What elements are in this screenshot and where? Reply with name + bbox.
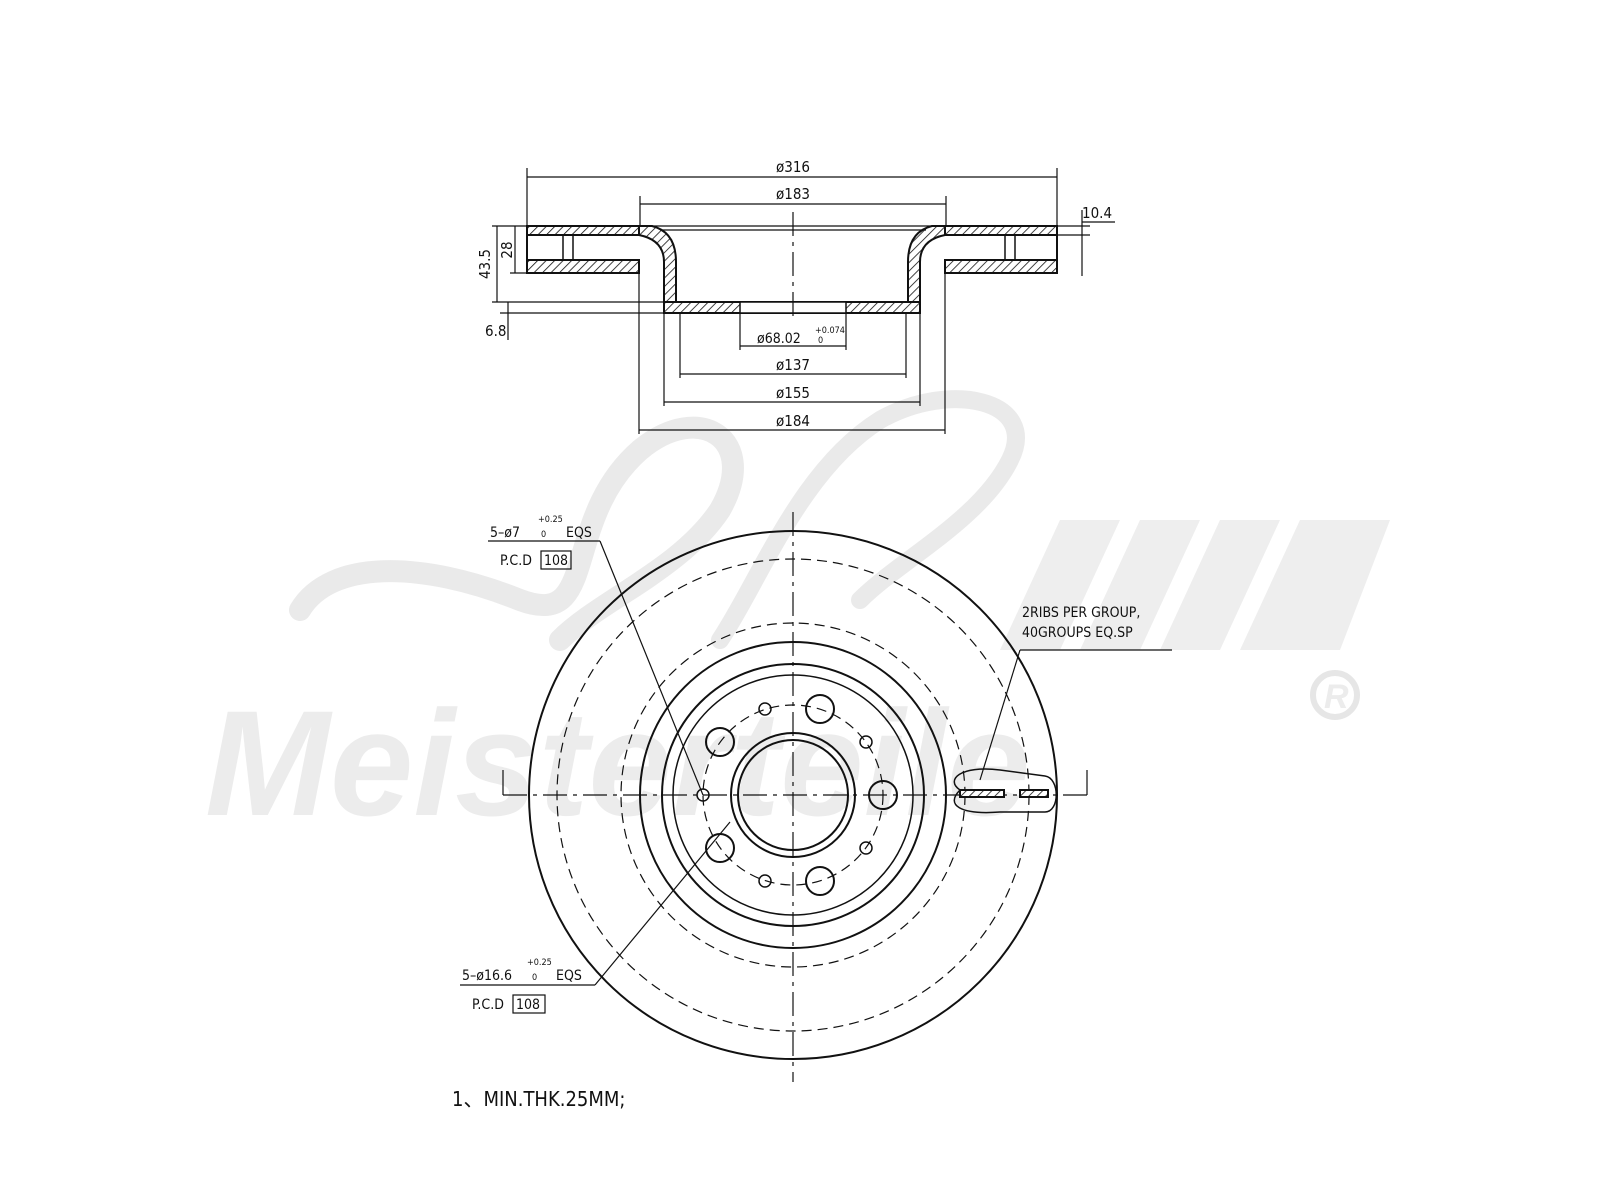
pcd-circle [702,704,884,886]
small-hole [758,702,772,716]
svg-text:ø183: ø183 [776,185,810,203]
svg-text:40GROUPS EQ.SP: 40GROUPS EQ.SP [1022,625,1133,641]
svg-text:EQS: EQS [566,525,592,541]
svg-text:+0.074: +0.074 [815,326,845,336]
svg-text:10.4: 10.4 [1082,204,1112,222]
svg-text:28: 28 [498,241,516,258]
dim-top-plate-thickness: 10.4 [1057,204,1115,276]
disc-top-plate-left [526,225,640,236]
disc-bottom-plate-right [944,259,1058,274]
svg-text:6.8: 6.8 [485,322,506,340]
dim-d137: ø137 [679,313,907,378]
small-hole [758,874,772,888]
svg-text:0: 0 [541,530,546,540]
svg-text:+0.25: +0.25 [527,958,552,968]
hat-wall-left [638,225,677,303]
registered-mark-circle [1310,670,1360,720]
registered-mark-text: R [1324,678,1349,716]
svg-text:2RIBS PER GROUP,: 2RIBS PER GROUP, [1022,605,1140,621]
dim-d155: ø155 [663,302,921,406]
dim-disc-thickness: 28 [498,226,527,274]
hat-face-circle [672,674,914,916]
large-bolt-hole [868,780,898,810]
svg-text:+0.25: +0.25 [538,515,563,525]
disc-bottom-plate-left [526,259,640,274]
dim-center-bore: ø68.02 +0.074 0 [739,313,847,350]
small-hole [696,788,710,802]
disc-outer-edge [528,530,1058,1060]
dim-total-height: 43.5 [476,225,664,303]
callout-small-holes: 5–ø7 +0.25 0 EQS P.C.D 108 [488,515,600,570]
hat-wall-circle [661,663,925,927]
hat-wall-right [907,225,946,303]
svg-text:ø155: ø155 [776,384,810,402]
vent-rib-right [1004,234,1016,261]
pcd-box [540,550,572,570]
svg-text:5–ø16.6: 5–ø16.6 [462,968,512,984]
dim-outer-diameter: ø316 [526,158,1058,226]
section-view: ø316 ø183 10.4 43.5 28 [476,158,1115,434]
vent-rib-left [562,234,574,261]
leader-large-holes [594,821,731,986]
rib-detail [953,649,1172,814]
watermark-brand-text: Meisterteile [205,679,1030,847]
pcd-box [512,994,546,1014]
svg-text:108: 108 [544,553,568,569]
svg-text:P.C.D: P.C.D [500,553,532,569]
large-bolt-hole [705,727,735,757]
note-min-thickness: 1、MIN.THK.25MM; [452,1087,626,1111]
svg-text:P.C.D: P.C.D [472,997,504,1013]
svg-text:ø68.02: ø68.02 [757,331,801,347]
dim-hat-top-diameter: ø183 [639,185,947,226]
small-hole [859,735,873,749]
svg-text:0: 0 [532,973,537,983]
svg-text:43.5: 43.5 [476,249,494,279]
large-bolt-hole [805,866,835,896]
small-holes [696,702,873,888]
callout-large-holes: 5–ø16.6 +0.25 0 EQS P.C.D 108 [460,958,595,1014]
watermark: Meisterteile R [205,390,1390,847]
dim-d184: ø184 [638,273,946,434]
svg-text:108: 108 [516,997,540,1013]
disc-top-plate-right [944,225,1058,236]
center-bore-outer [730,732,856,858]
large-bolt-hole [805,694,835,724]
watermark-stripes [1000,520,1390,650]
svg-text:5–ø7: 5–ø7 [490,525,520,541]
ribs-note: 2RIBS PER GROUP, 40GROUPS EQ.SP [1022,605,1140,641]
watermark-swoosh [289,416,744,651]
hat-outer-circle [639,641,947,949]
svg-text:ø316: ø316 [776,158,810,176]
small-hole [859,841,873,855]
front-view: 5–ø7 +0.25 0 EQS P.C.D 108 5–ø16.6 +0.25… [460,512,1172,1082]
svg-text:ø137: ø137 [776,356,810,374]
watermark-swoosh-2 [711,390,1025,649]
dim-hat-thickness: 6.8 [485,302,664,340]
svg-text:ø184: ø184 [776,412,810,430]
leader-small-holes [599,540,704,796]
svg-text:0: 0 [818,336,823,346]
svg-text:EQS: EQS [556,968,582,984]
center-bore [737,739,849,851]
